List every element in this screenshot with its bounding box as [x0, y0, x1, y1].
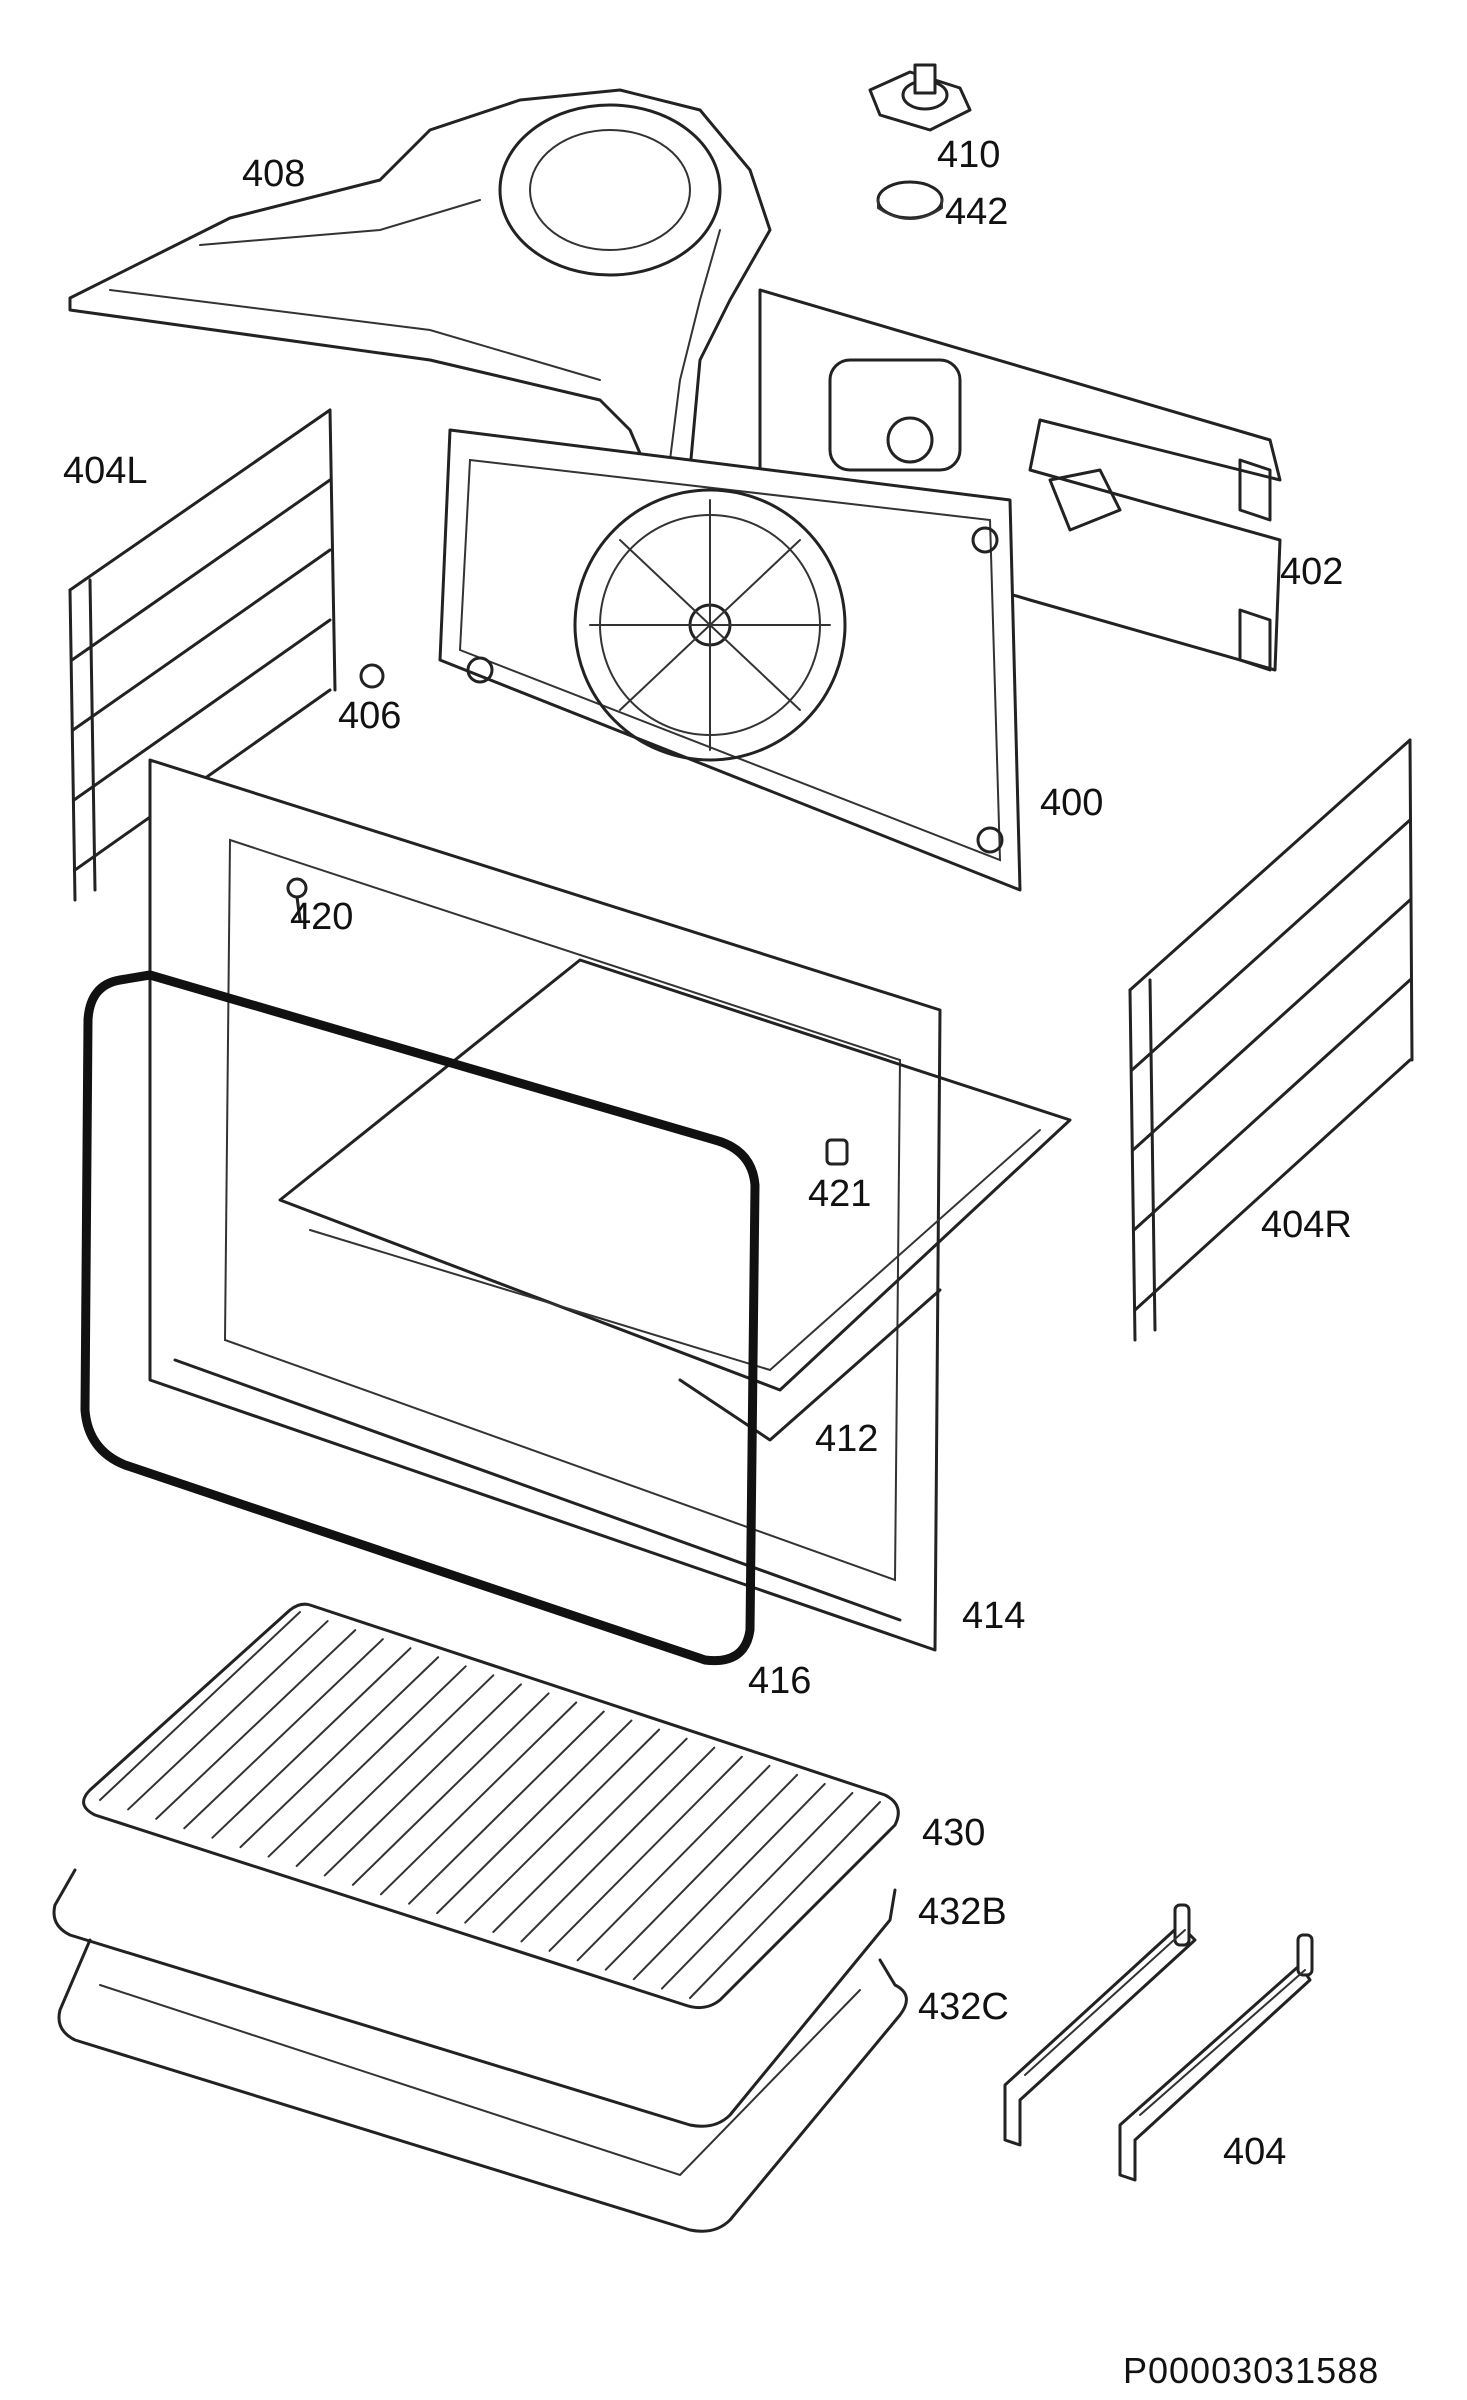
rack-bar — [689, 1801, 881, 1999]
label-432C: 432C — [918, 1986, 1009, 2028]
rack-bar — [155, 1629, 357, 1820]
label-420: 420 — [290, 896, 354, 938]
rack-bar — [436, 1719, 633, 1915]
rack-bar — [295, 1674, 495, 1867]
rack-bar — [576, 1764, 771, 1962]
rack-bar — [408, 1710, 605, 1905]
label-421: 421 — [808, 1173, 872, 1215]
label-406: 406 — [338, 695, 402, 737]
label-402: 402 — [1280, 551, 1344, 593]
label-416: 416 — [748, 1660, 812, 1702]
part-406-clip — [359, 663, 385, 689]
rack-bar — [492, 1737, 688, 1933]
part-400-back-panel — [438, 428, 1022, 892]
part-430-grill-rack — [82, 1602, 900, 2010]
part-420-screw — [286, 877, 308, 922]
rack-bar — [211, 1647, 412, 1839]
part-432C-tray — [57, 1938, 908, 2233]
rack-bar — [632, 1782, 826, 1981]
part-432B-tray — [52, 1868, 897, 2128]
label-430: 430 — [922, 1812, 986, 1854]
part-408-top-cover — [68, 88, 772, 502]
document-id: P00003031588 — [1123, 2350, 1380, 2391]
label-404: 404 — [1223, 2131, 1287, 2173]
part-416-door-gasket — [80, 970, 760, 1666]
part-442-disc — [876, 180, 944, 220]
rack-bar — [660, 1791, 854, 1990]
label-442: 442 — [945, 191, 1009, 233]
rack-bar — [604, 1773, 799, 1971]
label-410: 410 — [937, 134, 1001, 176]
part-404R-right-rail — [1128, 738, 1414, 1342]
part-402-rear-bracket — [758, 288, 1282, 672]
rack-bar — [351, 1692, 550, 1886]
rack-bar — [127, 1620, 329, 1811]
rack-bar — [548, 1755, 743, 1952]
label-432B: 432B — [918, 1891, 1007, 1933]
rack-bar — [183, 1638, 384, 1830]
label-404L: 404L — [63, 450, 148, 492]
label-408: 408 — [242, 153, 306, 195]
part-414-oven-cavity — [148, 758, 1072, 1652]
part-421-screw — [825, 1138, 849, 1166]
part-404-runners — [1003, 1903, 1314, 2182]
rack-bar — [379, 1701, 578, 1896]
label-404R: 404R — [1261, 1204, 1352, 1246]
rack-bar — [520, 1746, 716, 1943]
label-414: 414 — [962, 1595, 1026, 1637]
rack-bar — [267, 1665, 467, 1858]
rack-bar — [239, 1656, 440, 1849]
rack-bar — [464, 1728, 661, 1924]
rack-bar — [99, 1611, 301, 1801]
part-412-shelf-frame — [678, 1288, 942, 1442]
label-412: 412 — [815, 1418, 879, 1460]
part-410-motor-mount — [868, 63, 972, 132]
rack-bar — [323, 1683, 522, 1877]
label-400: 400 — [1040, 782, 1104, 824]
